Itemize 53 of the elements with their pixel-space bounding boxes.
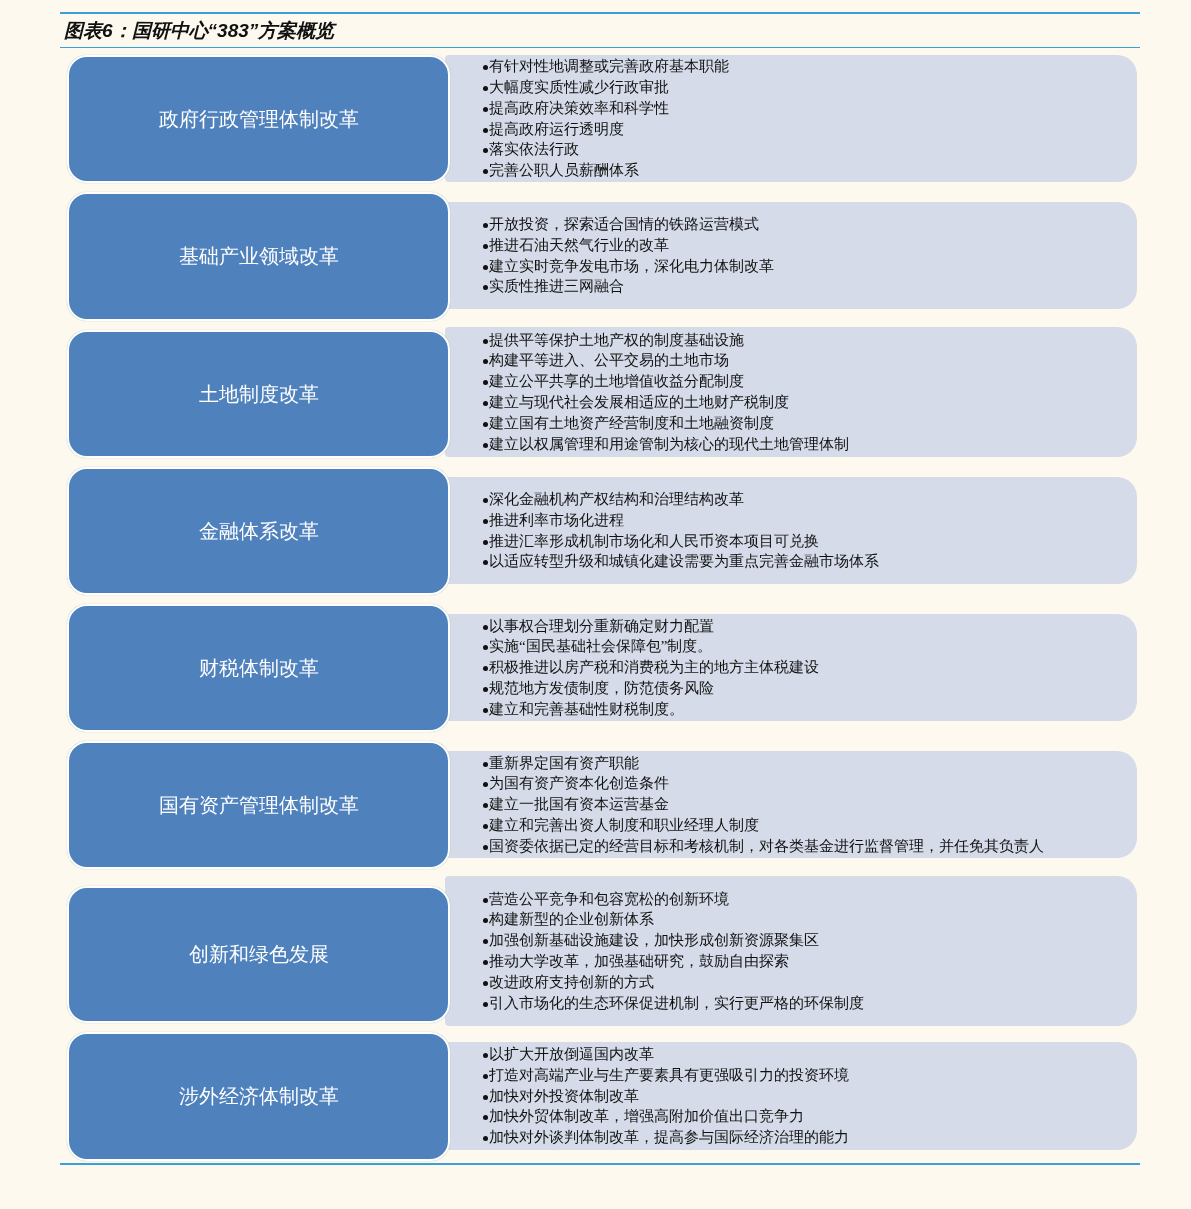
list-item-text: 实施“国民基础社会保障包”制度。 — [489, 638, 713, 655]
list-item-text: 重新界定国有资产职能 — [489, 754, 639, 771]
list-item-text: 大幅度实质性减少行政审批 — [489, 78, 669, 95]
list-item-text: 落实依法行政 — [489, 141, 579, 158]
list-item-text: 积极推进以房产税和消费税为主的地方主体税建设 — [489, 659, 819, 676]
list-item-text: 完善公职人员薪酬体系 — [489, 162, 639, 179]
list-item-text: 加快对外投资体制改革 — [489, 1087, 639, 1104]
list-item-text: 改进政府支持创新的方式 — [489, 973, 654, 990]
category-box: 创新和绿色发展 — [67, 886, 450, 1023]
category-box: 基础产业领域改革 — [67, 192, 450, 321]
list-item-text: 推进石油天然气行业的改革 — [489, 236, 669, 253]
list-item-text: 深化金融机构产权结构和治理结构改革 — [489, 490, 744, 507]
list-item-text: 建立与现代社会发展相适应的土地财产税制度 — [489, 394, 789, 410]
list-box — [445, 55, 1137, 182]
list-item-text: 建立实时竞争发电市场，深化电力体制改革 — [489, 257, 774, 274]
list-item-text: 以扩大开放倒逼国内改革 — [489, 1046, 654, 1062]
category-box: 金融体系改革 — [67, 467, 450, 595]
list-item-text: 加快外贸体制改革，增强高附加价值出口竞争力 — [489, 1108, 804, 1125]
list-box — [445, 327, 1137, 457]
list-item-text: 构建新型的企业创新体系 — [489, 911, 654, 928]
list-item-text: 规范地方发债制度，防范债务风险 — [489, 679, 714, 696]
category-box: 土地制度改革 — [67, 330, 450, 458]
list-item-text: 提高政府决策效率和科学性 — [489, 99, 669, 116]
category-box: 国有资产管理体制改革 — [67, 741, 450, 869]
category-box: 财税体制改革 — [67, 604, 450, 732]
list-item-text: 建立和完善基础性财税制度。 — [489, 700, 684, 717]
list-item-text: 推进利率市场化进程 — [489, 511, 624, 528]
list-item-text: 有针对性地调整或完善政府基本职能 — [489, 58, 729, 75]
list-item-text: 建立和完善出资人制度和职业经理人制度 — [489, 816, 759, 833]
list-item-text: 国资委依据已定的经营目标和考核机制，对各类基金进行监督管理，并任免其负责人 — [489, 837, 1044, 854]
list-item-text: 推进汇率形成机制市场化和人民币资本项目可兑换 — [489, 532, 819, 549]
list-item-text: 营造公平竞争和包容宽松的创新环境 — [489, 890, 729, 907]
list-item-text: 以适应转型升级和城镇化建设需要为重点完善金融市场体系 — [489, 553, 879, 570]
list-item-text: 建立一批国有资本运营基金 — [489, 796, 669, 813]
list-item-text: 提供平等保护土地产权的制度基础设施 — [489, 331, 744, 348]
list-item-text: 构建平等进入、公平交易的土地市场 — [489, 352, 729, 369]
list-box — [445, 876, 1137, 1026]
list-item-text: 推动大学改革，加强基础研究，鼓励自由探索 — [489, 953, 789, 969]
category-box: 涉外经济体制改革 — [67, 1032, 450, 1161]
list-item-text: 为国有资产资本化创造条件 — [489, 775, 669, 792]
list-item-text: 建立国有土地资产经营制度和土地融资制度 — [489, 414, 774, 431]
list-item-text: 引入市场化的生态环保促进机制，实行更严格的环保制度 — [489, 994, 864, 1011]
chart-title: 图表6：国研中心“383”方案概览 — [64, 19, 335, 43]
list-item-text: 加快对外谈判体制改革，提高参与国际经济治理的能力 — [489, 1129, 849, 1146]
list-item-text: 打造对高端产业与生产要素具有更强吸引力的投资环境 — [489, 1066, 849, 1083]
list-item-text: 提高政府运行透明度 — [489, 120, 624, 137]
category-box: 政府行政管理体制改革 — [67, 55, 450, 183]
list-item-text: 建立公平共享的土地增值收益分配制度 — [489, 373, 744, 390]
list-item-text: 以事权合理划分重新确定财力配置 — [489, 617, 714, 634]
list-item-text: 建立以权属管理和用途管制为核心的现代土地管理体制 — [489, 435, 849, 452]
list-item-text: 实质性推进三网融合 — [489, 278, 624, 295]
list-item-text: 开放投资，探索适合国情的铁路运营模式 — [489, 215, 759, 232]
list-item-text: 加强创新基础设施建设，加快形成创新资源聚集区 — [489, 932, 819, 949]
